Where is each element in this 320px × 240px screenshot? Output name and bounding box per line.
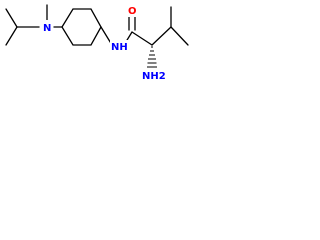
atom-amide-nh: NH [110,40,128,53]
stereo-hash-bond [147,46,157,68]
atom-carbonyl-o: O [127,5,139,17]
bond-isopropyl-methyl-bottom [5,26,18,46]
cyclohexane-ring [61,8,102,46]
atom-label-amino-nh2: NH2 [142,71,166,82]
chemical-structure-diagram: N NH O NH2 [5,4,189,82]
atom-label-carbonyl-o: O [128,6,137,17]
atom-amine-n: N [41,20,53,34]
bond-isopropyl-methyl-top [5,8,18,28]
bond-carbonyl-to-alpha [131,31,153,46]
bond-alpha-to-ch [151,26,172,46]
bond-ch-methyl-right [170,26,189,46]
atom-label-amide-nh: NH [111,42,128,53]
atom-amino-nh2: NH2 [141,68,167,82]
atom-label-amine-n: N [43,23,51,34]
